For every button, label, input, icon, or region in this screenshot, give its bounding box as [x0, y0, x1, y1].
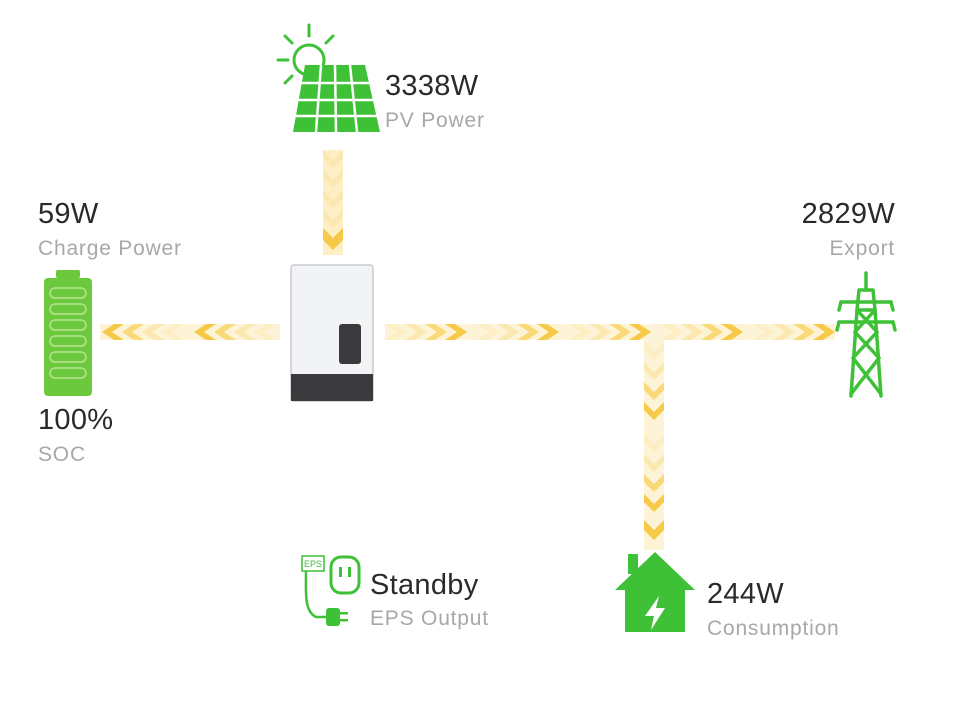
- consumption-label: Consumption: [707, 617, 840, 640]
- battery-flow-arrows: [100, 320, 280, 344]
- soc-value: 100%: [38, 404, 114, 436]
- soc-label: SOC: [38, 443, 86, 466]
- pv-power-value: 3338W: [385, 70, 479, 102]
- power-tower-icon: [835, 270, 897, 400]
- grid-flow-arrows: [385, 320, 835, 344]
- eps-status-value: Standby: [370, 569, 479, 601]
- load-flow-arrows: [640, 338, 668, 550]
- charge-power-value: 59W: [38, 198, 99, 230]
- home-icon: [613, 550, 697, 634]
- export-value: 2829W: [801, 198, 895, 230]
- battery-icon: [40, 268, 96, 398]
- pv-flow-arrows: [318, 150, 348, 255]
- inverter-icon[interactable]: [290, 264, 374, 402]
- solar-panel-icon: [275, 20, 385, 135]
- pv-power-label: PV Power: [385, 109, 485, 132]
- svg-text:EPS: EPS: [304, 559, 322, 569]
- charge-power-label: Charge Power: [38, 237, 182, 260]
- eps-socket-icon: EPS: [298, 553, 368, 635]
- eps-output-label: EPS Output: [370, 607, 489, 630]
- export-label: Export: [829, 237, 895, 260]
- consumption-value: 244W: [707, 578, 784, 610]
